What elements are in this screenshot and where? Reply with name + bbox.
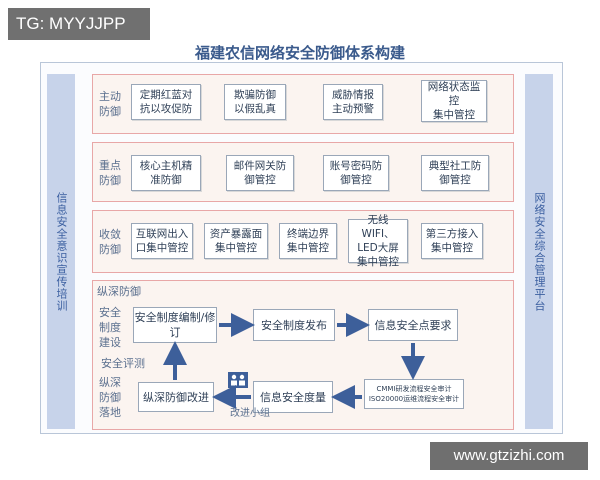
box-social-engineering: 典型社工防御管控 <box>421 155 489 191</box>
watermark-url: www.gtzizhi.com <box>430 442 588 470</box>
box-depth-improvement: 纵深防御改进 <box>138 382 214 412</box>
box-red-blue-exercise: 定期红蓝对抗以攻促防 <box>131 84 201 120</box>
box-core-host-defense: 核心主机精准防御 <box>131 155 201 191</box>
label-depth-landing: 纵深防御落地 <box>99 376 121 419</box>
box-third-party: 第三方接入集中管控 <box>421 223 483 259</box>
box-policy-publish: 安全制度发布 <box>253 309 335 341</box>
diagram-title: 福建农信网络安全防御体系构建 <box>194 44 405 62</box>
label-improvement-team: 改进小组 <box>230 408 270 419</box>
box-wifi-led: 无线WIFI、LED大屏集中管控 <box>348 214 408 268</box>
box-security-points: 信息安全点要求 <box>368 309 458 341</box>
box-mail-gateway: 邮件网关防御管控 <box>226 155 294 191</box>
row-label-key: 重点防御 <box>99 159 121 187</box>
watermark-label: TG: MYYJJPP <box>8 8 150 40</box>
box-security-measurement: 信息安全度量 <box>253 381 333 413</box>
depth-title: 纵深防御 <box>97 285 141 298</box>
box-network-monitoring: 网络状态监控集中管控 <box>421 80 487 122</box>
box-internet-gateway: 互联网出入口集中管控 <box>131 223 193 259</box>
row-label-active: 主动防御 <box>99 90 121 118</box>
label-security-evaluation: 安全评测 <box>101 357 145 370</box>
box-asset-exposure: 资产暴露面集中管控 <box>204 223 268 259</box>
left-sidebar-awareness-training: 信息安全意识宣传培训 <box>47 74 75 429</box>
box-threat-intel: 威胁情报主动预警 <box>323 84 383 120</box>
box-deception-defense: 欺骗防御以假乱真 <box>224 84 286 120</box>
box-account-password: 账号密码防御管控 <box>323 155 389 191</box>
label-policy-building: 安全制度建设 <box>99 306 121 349</box>
row-label-convergent: 收敛防御 <box>99 228 121 256</box>
box-terminal-boundary: 终端边界集中管控 <box>279 223 337 259</box>
team-icon <box>228 372 248 388</box>
box-policy-drafting: 安全制度编制/修订 <box>133 307 217 343</box>
right-sidebar-management-platform: 网络安全综合管理平台 <box>525 74 553 429</box>
